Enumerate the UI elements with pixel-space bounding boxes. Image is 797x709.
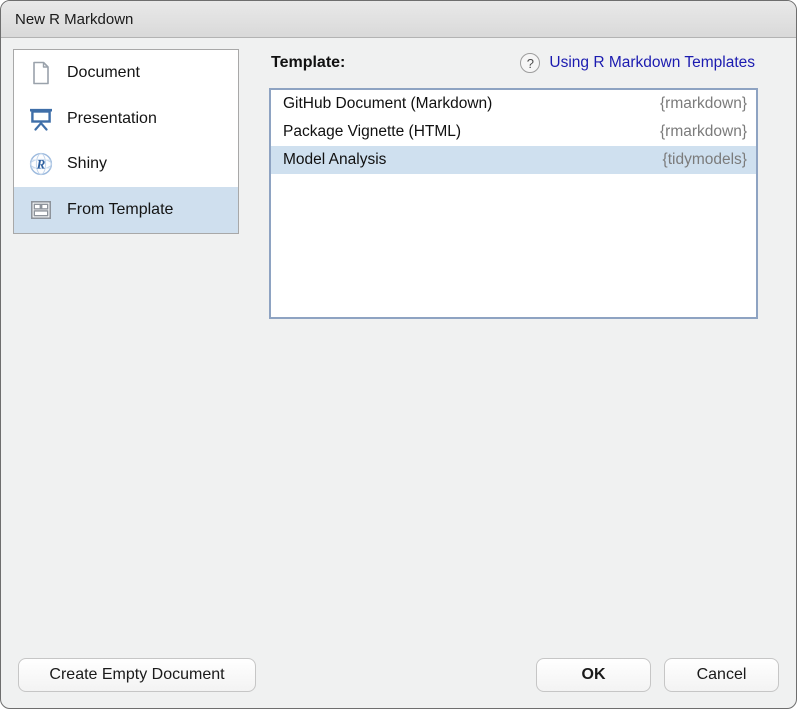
using-r-markdown-templates-link[interactable]: Using R Markdown Templates <box>549 54 755 71</box>
presentation-icon <box>29 107 53 131</box>
sidebar-item-label: Presentation <box>67 109 157 127</box>
svg-text:R: R <box>36 157 46 172</box>
template-package: {rmarkdown} <box>659 123 747 140</box>
sidebar-item-from-template[interactable]: From Template <box>14 187 238 233</box>
sidebar-item-presentation[interactable]: Presentation <box>14 96 238 142</box>
template-label: Template: <box>271 54 346 71</box>
template-row-model-analysis[interactable]: Model Analysis {tidymodels} <box>271 146 756 174</box>
template-list[interactable]: GitHub Document (Markdown) {rmarkdown} P… <box>269 88 758 319</box>
ok-button[interactable]: OK <box>536 658 651 692</box>
from-template-icon <box>29 198 53 222</box>
window-title: New R Markdown <box>15 10 134 28</box>
question-mark-icon[interactable]: ? <box>520 53 541 73</box>
template-header: Template: ? Using R Markdown Templates <box>271 53 755 73</box>
format-list: Document Presentation <box>13 49 239 234</box>
window-titlebar: New R Markdown <box>1 1 796 38</box>
sidebar-item-label: Shiny <box>67 155 108 173</box>
template-row-package-vignette[interactable]: Package Vignette (HTML) {rmarkdown} <box>271 118 756 146</box>
dialog-body: Document Presentation <box>1 38 796 708</box>
template-name: GitHub Document (Markdown) <box>283 95 493 112</box>
template-name: Package Vignette (HTML) <box>283 123 462 140</box>
template-package: {tidymodels} <box>662 151 747 168</box>
sidebar-item-label: From Template <box>67 201 174 219</box>
template-package: {rmarkdown} <box>659 95 747 112</box>
cancel-button[interactable]: Cancel <box>664 658 779 692</box>
shiny-icon: R <box>29 152 53 176</box>
sidebar-item-shiny[interactable]: R Shiny <box>14 142 238 188</box>
template-name: Model Analysis <box>283 151 387 168</box>
template-row-github-document[interactable]: GitHub Document (Markdown) {rmarkdown} <box>271 90 756 118</box>
document-icon <box>29 61 53 85</box>
sidebar-item-document[interactable]: Document <box>14 50 238 96</box>
create-empty-document-button[interactable]: Create Empty Document <box>18 658 256 692</box>
sidebar-item-label: Document <box>67 63 140 81</box>
